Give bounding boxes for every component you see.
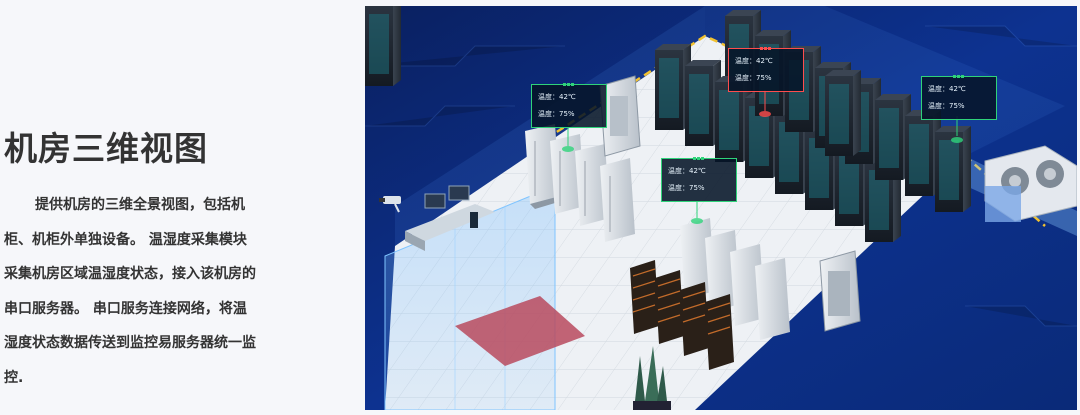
- security-camera: [379, 196, 401, 213]
- description-text: 提供机房的三维全景视图，包括机 柜、机柜外单独设备。 温湿度采集模块 采集机房区…: [4, 188, 284, 396]
- server-room-3d-view[interactable]: 温度：42℃ 温度：75% 温度：42℃ 温度：75% 温度：42℃ 温度：75…: [365, 6, 1077, 410]
- sensor-humidity: 温度：75%: [538, 110, 575, 118]
- description-line: 提供机房的三维全景视图，包括机: [35, 197, 245, 213]
- plants: [633, 346, 671, 410]
- description-line: 控.: [4, 369, 24, 386]
- description-line: 采集机房区域温湿度状态，接入该机房的: [4, 266, 256, 283]
- description-line: 湿度状态数据传送到监控易服务器统一监: [4, 335, 256, 352]
- sensor-temp: 温度：42℃: [735, 57, 773, 65]
- rack-group-main: [365, 6, 401, 86]
- sensor-label-4[interactable]: 温度：42℃ 温度：75%: [661, 157, 737, 202]
- ac-units: [984, 145, 1077, 222]
- description-line: 柜、机柜外单独设备。 温湿度采集模块: [4, 231, 247, 248]
- server-room-illustration: [365, 6, 1077, 410]
- sensor-label-1[interactable]: 温度：42℃ 温度：75%: [531, 83, 607, 128]
- background-circuit-lines: [365, 25, 1077, 327]
- rack-group-left: [525, 75, 641, 242]
- entrance-mat: [455, 296, 585, 366]
- standalone-cabinet: [819, 250, 861, 332]
- sensor-humidity: 温度：75%: [928, 102, 965, 110]
- page-title: 机房三维视图: [4, 129, 208, 168]
- sensor-pins: [562, 90, 963, 224]
- sensor-humidity: 温度：75%: [668, 184, 705, 192]
- operator-desk: [405, 185, 495, 251]
- rack-group-bottom: [630, 260, 734, 370]
- description-line: 串口服务器。 串口服务连接网络，将温: [4, 300, 247, 317]
- sensor-humidity: 温度：75%: [735, 74, 772, 82]
- sensor-temp: 温度：42℃: [538, 93, 576, 101]
- sensor-temp: 温度：42℃: [928, 85, 966, 93]
- sensor-label-3[interactable]: 温度：42℃ 温度：75%: [921, 75, 997, 120]
- sensor-temp: 温度：42℃: [668, 167, 706, 175]
- rack-group-center: [680, 218, 790, 340]
- sensor-label-2-alarm[interactable]: 温度：42℃ 温度：75%: [728, 47, 804, 92]
- description-panel: 机房三维视图 提供机房的三维全景视图，包括机 柜、机柜外单独设备。 温湿度采集模…: [0, 0, 365, 415]
